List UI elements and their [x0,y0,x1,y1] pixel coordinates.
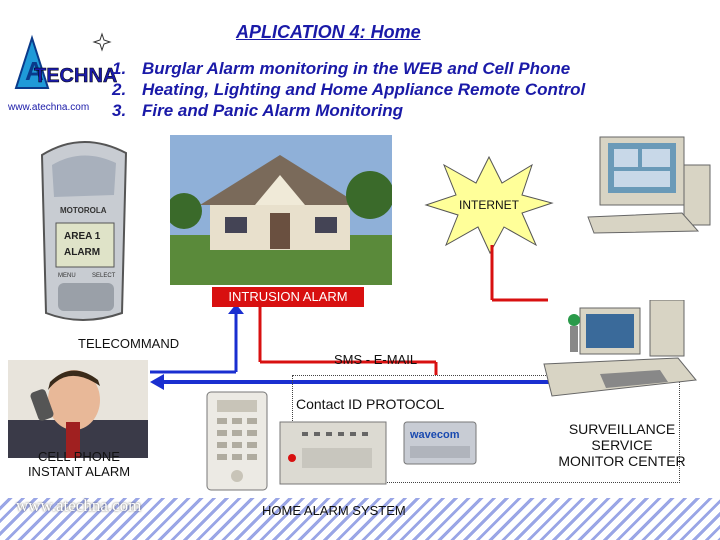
page-title: APLICATION 4: Home [236,22,421,42]
phone-screen-line: ALARM [64,247,100,258]
intrusion-alarm-banner: INTRUSION ALARM [212,287,364,307]
list-item: 2.Heating, Lighting and Home Appliance R… [112,80,586,99]
gsm-modem-image: wavecom [403,421,477,465]
house-image [170,135,392,285]
logo-wordmark: TECHNA [34,65,117,87]
cell-phone-image: MOTOROLA AREA 1 ALARM MENU SELECT [40,141,128,321]
label-line: CELL PHONE [38,449,120,464]
man-on-phone-image [8,360,148,458]
sms-email-label: SMS - E-MAIL [334,352,418,367]
internet-burst: INTERNET [424,155,554,255]
sparkle-icon [92,32,112,52]
phone-screen-line: AREA 1 [64,231,101,242]
internet-label: INTERNET [459,198,520,212]
contact-id-label: Contact ID PROTOCOL [296,396,445,412]
telecommand-label: TELECOMMAND [78,336,180,351]
footer-stripes [0,498,720,540]
list-item: 3.Fire and Panic Alarm Monitoring [112,101,404,120]
phone-brand-label: MOTOROLA [60,206,107,215]
alarm-panel-image [279,421,387,485]
surveillance-center-label: SURVEILLANCE SERVICE MONITOR CENTER [546,421,698,469]
list-item: 1.Burglar Alarm monitoring in the WEB an… [112,59,571,78]
internet-computer-image [587,136,711,234]
label-line: SERVICE [591,437,653,453]
phone-key-label: MENU [58,273,76,279]
label-line: MONITOR CENTER [558,453,686,469]
atechna-logo: A TECHNA [14,32,118,89]
logo-letter: A [25,56,44,86]
phone-key-label: SELECT [92,273,116,279]
cell-phone-alarm-label: CELL PHONE INSTANT ALARM [14,449,144,479]
website-url[interactable]: www.atechna.com [8,102,90,113]
alarm-keypad-image [206,391,268,491]
surveillance-computer-image [543,300,697,397]
feature-list: 1.Burglar Alarm monitoring in the WEB an… [112,58,585,121]
home-alarm-system-label: HOME ALARM SYSTEM [262,503,406,518]
modem-brand-label: wavecom [409,429,460,441]
label-line: SURVEILLANCE [568,421,676,437]
footer-url[interactable]: www.atechna.com [16,496,142,515]
label-line: INSTANT ALARM [27,464,131,479]
